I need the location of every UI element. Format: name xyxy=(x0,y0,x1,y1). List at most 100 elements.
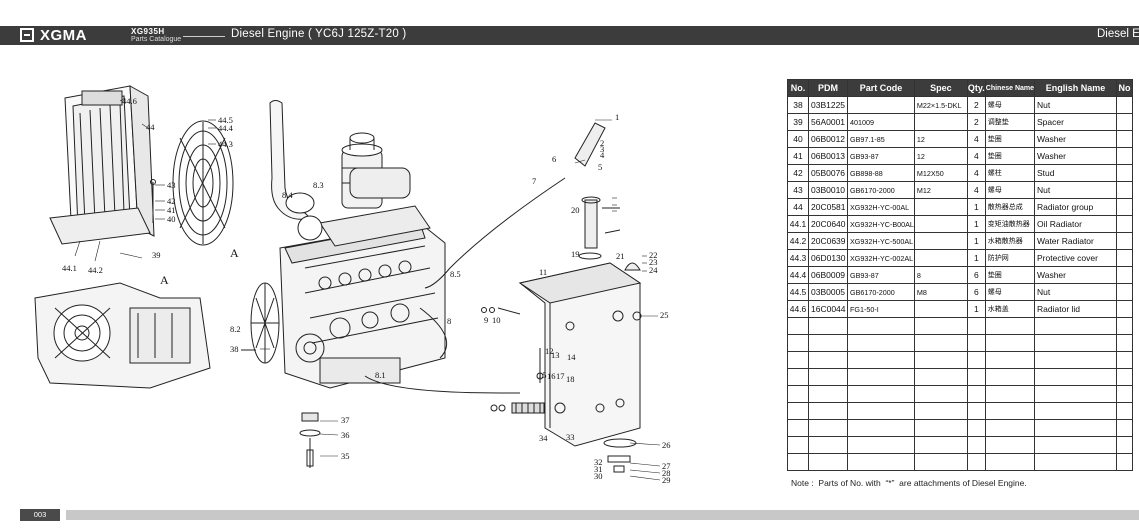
table-cell: 1 xyxy=(966,215,986,233)
table-cell xyxy=(984,334,1036,352)
table-cell xyxy=(984,351,1036,369)
table-cell: 05B0076 xyxy=(808,164,848,182)
callout-label: 6 xyxy=(552,154,556,164)
callout-label: 43 xyxy=(167,180,176,190)
table-cell: 43 xyxy=(787,181,809,199)
table-cell: Spacer xyxy=(1034,113,1118,131)
table-cell xyxy=(1116,181,1134,199)
table-cell xyxy=(966,402,986,420)
callout-label: 5 xyxy=(598,162,602,172)
table-cell: 螺柱 xyxy=(984,164,1036,182)
callout-label: 3 xyxy=(600,144,604,154)
table-cell xyxy=(787,419,809,437)
table-header-row: No. PDM Part Code Spec Qty. Chinese Name… xyxy=(787,79,1134,97)
callout-label: 44 xyxy=(146,122,155,132)
table-cell: 44.1 xyxy=(787,215,809,233)
table-cell xyxy=(913,368,968,386)
table-cell xyxy=(787,334,809,352)
table-cell xyxy=(966,419,986,437)
callout-label: 44.5 xyxy=(218,115,233,125)
table-row-empty xyxy=(787,436,1134,454)
col-header-chinese-name: Chinese Name xyxy=(984,79,1036,97)
lever-drawing xyxy=(574,122,606,167)
callout-label: 33 xyxy=(566,432,575,442)
callout-label: 31 xyxy=(594,464,603,474)
table-cell: 41 xyxy=(787,147,809,165)
table-cell xyxy=(847,453,915,471)
table-cell: Washer xyxy=(1034,147,1118,165)
table-cell: 散热器总成 xyxy=(984,198,1036,216)
callout-label: 38 xyxy=(230,344,239,354)
table-cell: 39 xyxy=(787,113,809,131)
model-code: XG935H xyxy=(131,27,165,36)
table-cell: 4 xyxy=(966,181,986,199)
model-block: XG935H Parts Catalogue xyxy=(131,27,181,44)
table-cell: XG932H-YC-500AL xyxy=(847,232,915,250)
table-cell: 4 xyxy=(966,130,986,148)
callout-label: 27 xyxy=(662,461,671,471)
table-cell: GB898-88 xyxy=(847,164,915,182)
callout-label: 23 xyxy=(649,257,658,267)
callout-label: 44.3 xyxy=(218,139,233,149)
table-cell xyxy=(1116,266,1134,284)
table-cell: Washer xyxy=(1034,130,1118,148)
col-header-no-2: No xyxy=(1116,79,1134,97)
table-cell: 03B1225 xyxy=(808,96,848,114)
callout-label: 1 xyxy=(615,112,619,122)
brand-mark-icon xyxy=(20,28,34,42)
table-cell: 4 xyxy=(966,164,986,182)
table-cell: 401009 xyxy=(847,113,915,131)
table-cell xyxy=(787,402,809,420)
table-cell: 6 xyxy=(966,266,986,284)
table-cell: 12 xyxy=(913,147,968,165)
table-cell xyxy=(1116,385,1134,403)
table-cell xyxy=(1116,283,1134,301)
table-cell: Nut xyxy=(1034,181,1118,199)
table-cell: 水箱盖 xyxy=(984,300,1036,318)
callout-label: 8.5 xyxy=(450,269,461,279)
table-cell: M12X50 xyxy=(913,164,968,182)
table-cell xyxy=(808,436,848,454)
callout-label: 8.2 xyxy=(230,324,241,334)
table-row-empty xyxy=(787,419,1134,437)
table-cell xyxy=(1034,402,1118,420)
table-cell: FG1-50-I xyxy=(847,300,915,318)
table-cell: Protective cover xyxy=(1034,249,1118,267)
callout-label: 24 xyxy=(649,265,658,275)
page-number: 003 xyxy=(20,509,60,521)
callout-label: 12 xyxy=(545,346,554,356)
table-cell: 螺母 xyxy=(984,96,1036,114)
table-cell: GB93-87 xyxy=(847,147,915,165)
table-cell: 40 xyxy=(787,130,809,148)
table-cell xyxy=(847,385,915,403)
table-cell xyxy=(808,334,848,352)
callout-label: 8.1 xyxy=(375,370,386,380)
table-cell: Nut xyxy=(1034,96,1118,114)
table-cell xyxy=(984,453,1036,471)
table-cell xyxy=(1116,402,1134,420)
table-cell: M12 xyxy=(913,181,968,199)
table-cell: 1 xyxy=(966,232,986,250)
footer-bar xyxy=(66,510,1139,520)
throttle-cable-drawing xyxy=(424,177,566,289)
brand-name: XGMA xyxy=(40,27,87,44)
col-header-part-code: Part Code xyxy=(847,79,915,97)
table-row-empty xyxy=(787,334,1134,352)
callout-label: 8.3 xyxy=(313,180,324,190)
table-cell xyxy=(1116,232,1134,250)
table-cell xyxy=(1116,419,1134,437)
table-cell xyxy=(913,317,968,335)
brand-logo: XGMA xyxy=(20,26,87,45)
callout-label: 32 xyxy=(594,457,603,467)
table-cell xyxy=(1116,334,1134,352)
callout-label: 34 xyxy=(539,433,548,443)
table-cell: 螺母 xyxy=(984,181,1036,199)
callout-label: 41 xyxy=(167,205,176,215)
callout-label: 20 xyxy=(571,205,580,215)
table-cell xyxy=(1116,351,1134,369)
callout-label: 42 xyxy=(167,196,176,206)
callout-label: 37 xyxy=(341,415,350,425)
